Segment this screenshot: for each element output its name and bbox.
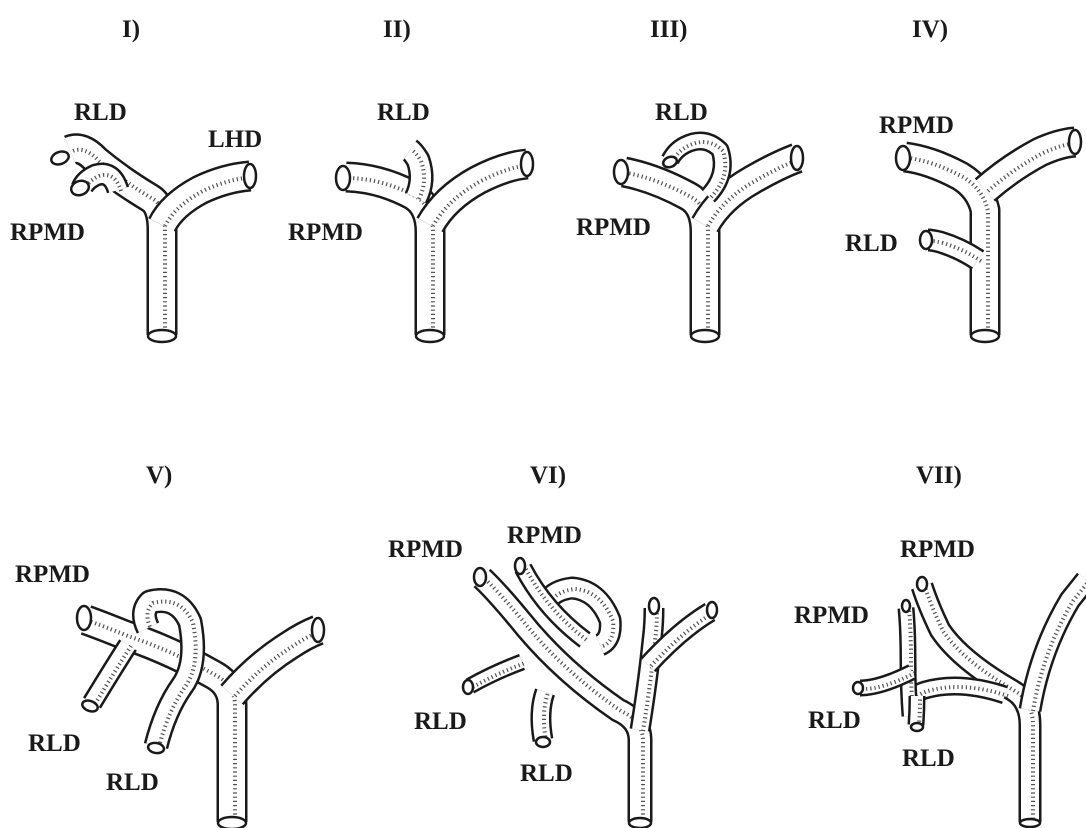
duct-opening [334,164,352,192]
label-rld: RLD [377,99,430,126]
label-rld: RLD [808,707,861,734]
main-duct [911,582,1042,823]
duct-opening [789,144,805,172]
label-rld: RLD [28,730,81,757]
label-rld: RLD [414,708,467,735]
duct-opening [915,575,929,593]
duct-opening [627,816,653,828]
panel-6-ducts [461,556,719,828]
main-duct [620,156,721,336]
duct-opening [472,566,488,588]
duct-opening [310,616,326,644]
label-rld: RLD [106,769,159,796]
panel-2-ducts [334,139,535,344]
duct-opening [69,179,91,197]
duct-opening [851,680,865,696]
duct-opening [647,596,661,616]
rld-loop [661,131,732,203]
duct-opening [461,678,475,696]
panel-title-3: III) [650,16,688,43]
panel-7-ducts [851,572,1086,828]
label-rpmd: RPMD [10,219,85,246]
label-rpmd: RPMD [879,112,954,139]
duct-opening [705,600,719,620]
duct-opening [918,229,934,251]
duct-opening [1067,128,1083,156]
duct-opening [661,155,679,169]
rld-duct [530,688,556,742]
label-rld: RLD [74,99,127,126]
duct-opening [900,598,912,614]
left-duct [1018,572,1086,712]
duct-opening [146,328,178,344]
panel-title-1: I) [122,16,141,43]
panel-title-2: II) [383,16,411,43]
rld-duct [402,139,434,204]
rld-loop-duct [132,588,206,750]
duct-opening [894,144,912,172]
panel-title-6: VI) [530,462,567,489]
label-rld: RLD [520,760,573,787]
panel-title-7: VII) [916,462,962,489]
left-duct [974,126,1079,202]
label-rpmd: RPMD [794,602,869,629]
duct-opening [216,815,248,828]
rld-duct [83,639,137,709]
duct-opening [534,735,552,749]
label-rpmd: RPMD [388,536,463,563]
duct-opening [414,328,446,344]
panel-3-ducts [612,131,805,344]
panel-5-ducts [75,588,326,828]
rpmd-duct [514,563,591,648]
duct-opening [50,150,70,166]
left-duct [691,143,803,233]
loop-duct [538,576,622,656]
label-rld: RLD [655,99,708,126]
main-duct [902,141,1001,336]
panel-1-ducts [50,133,258,344]
label-rpmd: RPMD [507,522,582,549]
label-rld: RLD [902,745,955,772]
duct-opening [969,328,1001,344]
panel-4-ducts [894,126,1083,344]
label-rpmd: RPMD [576,214,651,241]
duct-opening [519,150,535,178]
duct-opening [909,721,925,733]
duct-opening [689,328,721,344]
duct-opening [81,699,99,713]
left-hepatic-duct [148,160,254,233]
duct-opening [75,604,93,632]
label-rld: RLD [845,230,898,257]
label-rpmd: RPMD [15,561,90,588]
rld-duct [465,654,526,694]
left-duct [220,615,324,706]
left-branch [640,602,716,673]
duct-opening [513,556,527,576]
rld-duct [907,695,926,727]
left-duct [629,607,665,732]
panel-title-5: V) [146,462,173,489]
label-rpmd: RPMD [288,219,363,246]
label-rpmd: RPMD [900,536,975,563]
duct-opening [1018,817,1042,828]
main-duct [345,161,446,336]
panel-title-4: IV) [912,16,949,43]
duct-opening [146,741,166,755]
duct-opening [612,158,630,186]
duct-opening [242,162,258,190]
label-lhd: LHD [208,126,263,153]
left-duct [416,148,531,233]
